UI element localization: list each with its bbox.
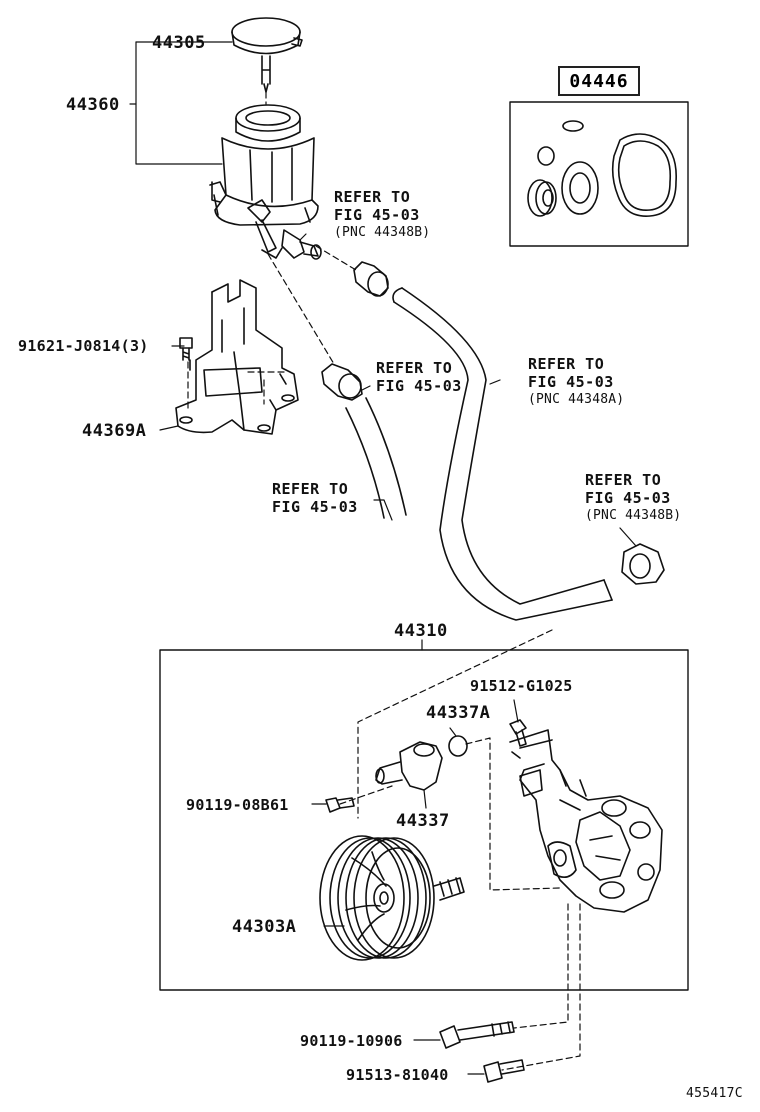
bolt-91513-drawing: [483, 1059, 525, 1083]
part-label-44303a[interactable]: 44303A: [232, 917, 297, 937]
pump-body-drawing: [509, 729, 663, 913]
union-fitting-drawing: [375, 741, 443, 791]
dashed-leaders: [187, 91, 581, 1071]
part-label-44337a[interactable]: 44337A: [426, 703, 491, 723]
refer-note-5-line2: FIG 45-03: [585, 489, 671, 507]
part-label-90119-10906[interactable]: 90119-10906: [300, 1032, 403, 1050]
o-ring-44337a-drawing: [448, 735, 468, 757]
refer-note-3-line3: (PNC 44348A): [528, 392, 625, 407]
part-label-04446[interactable]: 04446: [558, 66, 640, 96]
refer-note-2-line2: FIG 45-03: [376, 377, 462, 395]
refer-note-1[interactable]: REFER TO FIG 45-03 (PNC 44348B): [334, 188, 430, 242]
refer-note-5[interactable]: REFER TO FIG 45-03 (PNC 44348B): [585, 471, 681, 525]
refer-note-3-line1: REFER TO: [528, 355, 605, 373]
part-label-44337[interactable]: 44337: [396, 811, 450, 831]
part-label-44310[interactable]: 44310: [394, 621, 448, 641]
reservoir-cap-drawing: [231, 17, 303, 93]
bolt-91512-drawing: [509, 719, 527, 747]
part-label-91621[interactable]: 91621-J0814(3): [18, 337, 149, 355]
refer-note-2[interactable]: REFER TO FIG 45-03: [376, 359, 462, 395]
illustration-code: 455417C: [686, 1086, 743, 1101]
refer-note-3[interactable]: REFER TO FIG 45-03 (PNC 44348A): [528, 355, 624, 409]
pulley-drawing: [319, 835, 465, 961]
part-label-91513[interactable]: 91513-81040: [346, 1066, 449, 1084]
part-label-44369a[interactable]: 44369A: [82, 421, 147, 441]
gasket-kit-drawing: [509, 101, 689, 247]
refer-note-1-line1: REFER TO: [334, 188, 411, 206]
part-label-44305[interactable]: 44305: [152, 33, 206, 53]
refer-note-5-line3: (PNC 44348B): [585, 508, 682, 523]
reservoir-tank-drawing: [209, 104, 322, 260]
refer-note-1-line2: FIG 45-03: [334, 206, 420, 224]
refer-note-1-line3: (PNC 44348B): [334, 225, 431, 240]
leader-lines: [129, 41, 637, 1075]
refer-note-4-line1: REFER TO: [272, 480, 349, 498]
refer-note-5-line1: REFER TO: [585, 471, 662, 489]
refer-note-4[interactable]: REFER TO FIG 45-03: [272, 480, 358, 516]
part-label-44360[interactable]: 44360: [66, 95, 120, 115]
return-hose-drawing: [345, 397, 407, 519]
refer-note-2-line1: REFER TO: [376, 359, 453, 377]
refer-note-4-line2: FIG 45-03: [272, 498, 358, 516]
bolt-91621-drawing: [179, 337, 193, 361]
bracket-drawing: [175, 279, 299, 435]
pump-assembly-box: [159, 649, 689, 991]
bolt-90119-10-drawing: [439, 1021, 515, 1049]
bolt-90119-08-drawing: [325, 797, 355, 813]
refer-note-3-line2: FIG 45-03: [528, 373, 614, 391]
part-label-91512[interactable]: 91512-G1025: [470, 677, 573, 695]
supply-hose-drawing: [392, 287, 665, 621]
part-label-90119-08b61[interactable]: 90119-08B61: [186, 796, 289, 814]
hose-clamps-drawing: [321, 261, 389, 401]
